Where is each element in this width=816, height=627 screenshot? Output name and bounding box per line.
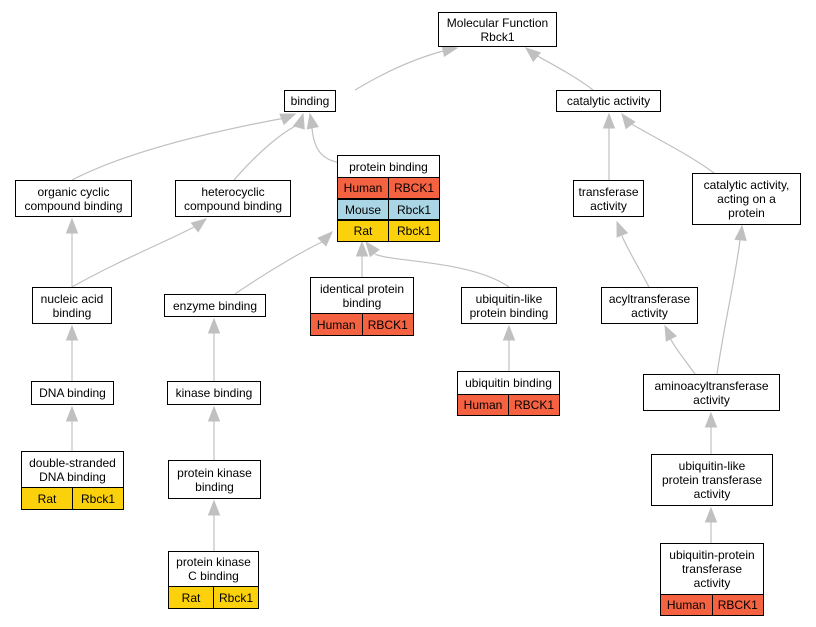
node-nucleic-acid-binding[interactable]: nucleic acid binding [32, 287, 112, 324]
annotation-row-mouse: Mouse Rbck1 [337, 199, 440, 220]
annotation-row-rat: Rat Rbck1 [337, 220, 440, 242]
edge-arrowhead [65, 217, 79, 234]
annotation-row-human: Human RBCK1 [660, 595, 764, 616]
node-dna-binding[interactable]: DNA binding [31, 381, 114, 405]
node-ubiquitin-like-protein-transferase-activity[interactable]: ubiquitin-like protein transferase activ… [651, 454, 773, 506]
node-ubiquitin-protein-transferase-activity[interactable]: ubiquitin-protein transferase activity [660, 543, 764, 595]
annotation-species: Human [316, 317, 356, 332]
edge-line [531, 52, 594, 91]
node-molecular-function-root[interactable]: Molecular Function Rbck1 [438, 12, 557, 47]
edge-arrowhead [207, 499, 221, 516]
annotation-gene: RBCK1 [361, 314, 414, 335]
edge-line [311, 127, 342, 164]
edge-arrowhead [317, 231, 333, 247]
annotation-gene: RBCK1 [388, 178, 439, 198]
node-ubiquitin-binding[interactable]: ubiquitin binding [457, 371, 560, 395]
edge-line [71, 117, 286, 181]
annotation-gene: Rbck1 [72, 488, 123, 509]
edge-arrowhead [704, 506, 718, 523]
annotation-gene: RBCK1 [711, 595, 764, 615]
annotation-species: Mouse [344, 202, 382, 217]
edge-arrowhead [704, 411, 718, 428]
node-protein-kinase-c-binding[interactable]: protein kinase C binding [168, 551, 259, 587]
edge-arrowhead [306, 112, 319, 130]
edge-arrowhead [621, 112, 636, 130]
edge-line [669, 337, 696, 375]
edge-arrowhead [734, 224, 747, 242]
node-organic-cyclic-compound-binding[interactable]: organic cyclic compound binding [15, 180, 132, 217]
edge-arrowhead [279, 113, 297, 126]
edge-arrowhead [292, 112, 305, 130]
node-binding[interactable]: binding [284, 90, 336, 112]
annotation-row-human: Human RBCK1 [310, 314, 414, 336]
edge-line [621, 235, 650, 288]
edge-arrowhead [602, 112, 616, 129]
node-kinase-binding[interactable]: kinase binding [167, 381, 261, 405]
edge-arrowhead [65, 324, 79, 341]
annotation-gene: Rbck1 [388, 200, 439, 219]
annotation-gene: RBCK1 [508, 395, 559, 415]
node-identical-protein-binding[interactable]: identical protein binding [310, 277, 414, 314]
edge-arrowhead [190, 218, 208, 233]
node-ubiquitin-like-protein-binding[interactable]: ubiquitin-like protein binding [461, 287, 557, 324]
edge-line [716, 239, 741, 375]
annotation-species: Rat [37, 491, 57, 506]
node-catalytic-activity[interactable]: catalytic activity [556, 90, 661, 112]
edge-arrowhead [355, 240, 369, 257]
edge-line [71, 225, 197, 288]
annotation-row-rat: Rat Rbck1 [21, 488, 124, 510]
edge-arrowhead [207, 405, 221, 422]
edge-line [374, 253, 510, 288]
edge-line [234, 241, 323, 295]
edge-arrowhead [207, 317, 221, 334]
annotation-species: Rat [353, 224, 373, 238]
annotation-row-human: Human RBCK1 [457, 395, 560, 416]
edge-arrowhead [616, 220, 629, 238]
node-transferase-activity[interactable]: transferase activity [573, 180, 644, 217]
node-enzyme-binding[interactable]: enzyme binding [164, 294, 266, 317]
annotation-row-human: Human RBCK1 [337, 178, 440, 199]
edge-line [354, 49, 448, 91]
node-protein-binding[interactable]: protein binding [337, 155, 440, 178]
annotation-species: Human [343, 181, 383, 195]
edge-arrowhead [65, 405, 79, 422]
node-double-stranded-dna-binding[interactable]: double-stranded DNA binding [21, 451, 124, 488]
annotation-species: Human [666, 598, 706, 612]
node-acyltransferase-activity[interactable]: acyltransferase activity [601, 287, 698, 324]
node-heterocyclic-compound-binding[interactable]: heterocyclic compound binding [175, 180, 291, 217]
node-catalytic-activity-on-protein[interactable]: catalytic activity, acting on a protein [692, 173, 801, 225]
edge-arrowhead [524, 47, 542, 63]
annotation-gene: Rbck1 [388, 221, 439, 241]
annotation-species: Human [463, 398, 503, 412]
node-aminoacyltransferase-activity[interactable]: aminoacyltransferase activity [643, 374, 780, 411]
edge-line [627, 121, 715, 174]
annotation-row-rat: Rat Rbck1 [168, 587, 259, 609]
annotation-gene: Rbck1 [213, 587, 258, 608]
edge-arrowhead [502, 324, 516, 341]
edge-arrowhead [365, 240, 380, 258]
edge-arrowhead [664, 324, 678, 342]
annotation-species: Rat [181, 590, 201, 605]
edge-line [233, 123, 301, 181]
node-protein-kinase-binding[interactable]: protein kinase binding [168, 460, 261, 499]
